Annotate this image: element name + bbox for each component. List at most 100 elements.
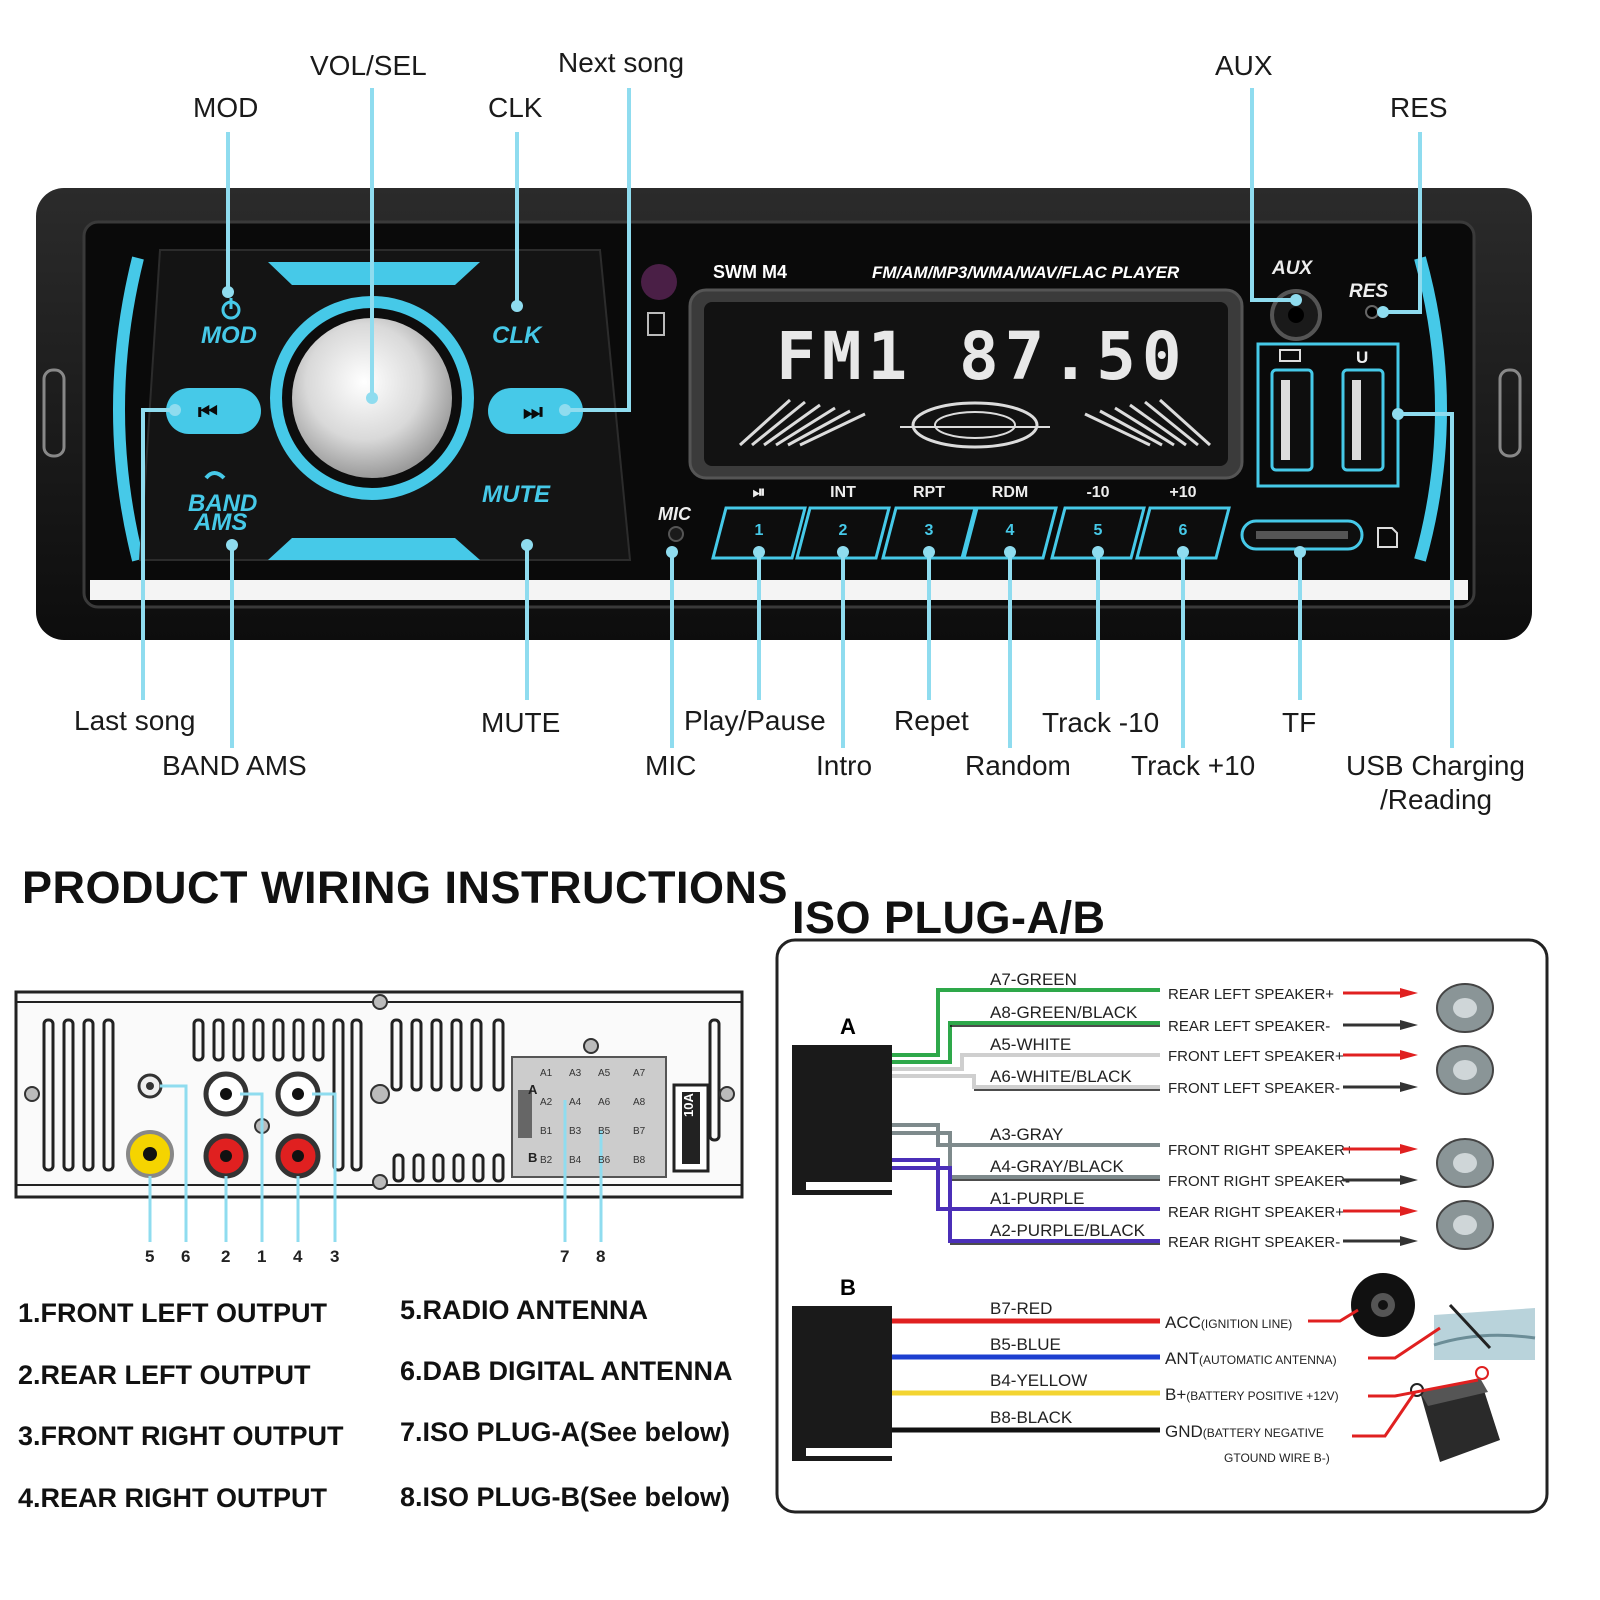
clk-button-label[interactable]: CLK — [492, 322, 542, 349]
mod-button-label[interactable]: MOD — [201, 322, 257, 349]
battery-icon — [1279, 349, 1301, 362]
callout-play-pause: Play/Pause — [684, 705, 826, 736]
callout-clk: CLK — [488, 92, 543, 123]
wire-a-name: A7-GREEN — [990, 970, 1077, 989]
wire-b-name: B5-BLUE — [990, 1335, 1061, 1354]
preset-number[interactable]: 2 — [838, 522, 848, 539]
usb-u-label: U — [1356, 348, 1369, 367]
preset-button-6[interactable] — [1135, 506, 1231, 560]
back-output-number: 8 — [596, 1247, 606, 1266]
iso-block-letter: A — [528, 1082, 538, 1097]
preset-number[interactable]: 3 — [924, 522, 934, 539]
callout-band-ams: BAND AMS — [162, 750, 307, 781]
wire-a-6 — [892, 1131, 1160, 1179]
callout-tf: TF — [1282, 707, 1317, 738]
legend-2: 2.REAR LEFT OUTPUT — [18, 1360, 311, 1390]
back-output-number: 1 — [257, 1247, 267, 1266]
preset-top-label: +10 — [1169, 484, 1197, 501]
aux-label: AUX — [1272, 258, 1313, 279]
iso-pin-label: A4 — [569, 1097, 582, 1108]
iso-pin-label: B8 — [633, 1155, 646, 1166]
callout-usb-line1: USB Charging — [1346, 750, 1525, 781]
iso-pin-label: A3 — [569, 1068, 582, 1079]
back-output-number: 6 — [181, 1247, 191, 1266]
callout-random: Random — [965, 750, 1071, 781]
wire-b-function: ACC(IGNITION LINE) — [1165, 1313, 1292, 1332]
band-button-label[interactable]: BAND — [188, 490, 258, 517]
back-panel-illustration — [14, 990, 744, 1242]
preset-button-4[interactable] — [962, 506, 1058, 560]
preset-button-5[interactable] — [1050, 506, 1146, 560]
wire-a-8 — [892, 1166, 1160, 1243]
wire-a-2 — [892, 1021, 1160, 1064]
arrow-head — [1400, 1175, 1418, 1185]
callout-last-song: Last song — [74, 705, 196, 736]
wire-a-3 — [892, 1053, 1160, 1071]
mic-label: MIC — [658, 504, 691, 524]
wiring-title: PRODUCT WIRING INSTRUCTIONS — [22, 862, 788, 913]
iso-pin-label: B1 — [540, 1126, 553, 1137]
legend-1: 1.FRONT LEFT OUTPUT — [18, 1298, 327, 1328]
callout-mute: MUTE — [481, 707, 561, 738]
preset-number[interactable]: 6 — [1178, 522, 1188, 539]
callout-vol-sel: VOL/SEL — [310, 50, 427, 81]
wire-a-name: A5-WHITE — [990, 1035, 1071, 1054]
callout-mod: MOD — [193, 92, 259, 123]
iso-pin-label: A5 — [598, 1068, 611, 1079]
preset-top-label: ⏯ — [752, 484, 766, 501]
callout-track-plus: Track +10 — [1131, 750, 1256, 781]
wire-a-1 — [892, 988, 1160, 1057]
gnd-note-line2: GTOUND WIRE B-) — [1224, 1451, 1330, 1465]
legend-5: 5.RADIO ANTENNA — [400, 1295, 649, 1325]
ir-sensor — [641, 264, 677, 300]
iso-pin-label: A2 — [540, 1097, 553, 1108]
iso-title: ISO PLUG-A/B — [792, 892, 1106, 943]
wire-a-name: A4-GRAY/BLACK — [990, 1157, 1125, 1176]
back-output-number: 3 — [330, 1247, 340, 1266]
next-icon[interactable]: ⏭ — [523, 399, 543, 424]
wire-a-function: REAR LEFT SPEAKER- — [1168, 1018, 1330, 1035]
prev-button — [166, 388, 261, 434]
preset-button-2[interactable] — [795, 506, 891, 560]
wire-b-name: B4-YELLOW — [990, 1371, 1087, 1390]
wire-a-function: REAR RIGHT SPEAKER- — [1168, 1234, 1340, 1251]
callout-mic: MIC — [645, 750, 697, 781]
iso-pin-label: B7 — [633, 1126, 646, 1137]
preset-number[interactable]: 1 — [754, 522, 764, 539]
arrow-head — [1400, 1144, 1418, 1154]
preset-top-label: RDM — [991, 484, 1029, 501]
arrow-head — [1400, 1050, 1418, 1060]
wire-b-name: B7-RED — [990, 1299, 1052, 1318]
iso-block-letter: B — [528, 1150, 538, 1165]
iso-pin-label: A1 — [540, 1068, 553, 1079]
wire-a-function: FRONT LEFT SPEAKER- — [1168, 1080, 1340, 1097]
preset-number[interactable]: 5 — [1093, 522, 1103, 539]
plug-b-label: B — [840, 1275, 856, 1300]
iso-pin-label: B6 — [598, 1155, 611, 1166]
ams-button-label[interactable]: AMS — [194, 509, 248, 536]
iso-pin-label: A8 — [633, 1097, 646, 1108]
iso-frame — [775, 938, 1549, 1514]
arrow-head — [1400, 1082, 1418, 1092]
callout-usb-line2: /Reading — [1380, 784, 1493, 815]
arrow-head — [1400, 988, 1418, 998]
front-panel-illustration — [36, 88, 1532, 748]
preset-top-label: INT — [830, 484, 856, 501]
arrow-head — [1400, 1206, 1418, 1216]
wire-a-function: REAR LEFT SPEAKER+ — [1168, 986, 1334, 1003]
wire-a-name: A3-GRAY — [990, 1125, 1063, 1144]
preset-button-1[interactable] — [711, 506, 807, 560]
model-label: SWM M4 — [713, 262, 787, 282]
sd-card-icon — [1377, 527, 1398, 548]
callout-next-song: Next song — [558, 47, 685, 78]
plug-b-block — [792, 1306, 892, 1461]
preset-number[interactable]: 4 — [1005, 522, 1015, 539]
back-output-number: 2 — [221, 1247, 231, 1266]
prev-icon[interactable]: ⏮ — [198, 399, 218, 424]
mute-button-label[interactable]: MUTE — [482, 481, 550, 508]
preset-button-3[interactable] — [881, 506, 977, 560]
lcd-display — [704, 302, 1228, 466]
wire-a-name: A1-PURPLE — [990, 1189, 1084, 1208]
iso-pin-label: B5 — [598, 1126, 611, 1137]
